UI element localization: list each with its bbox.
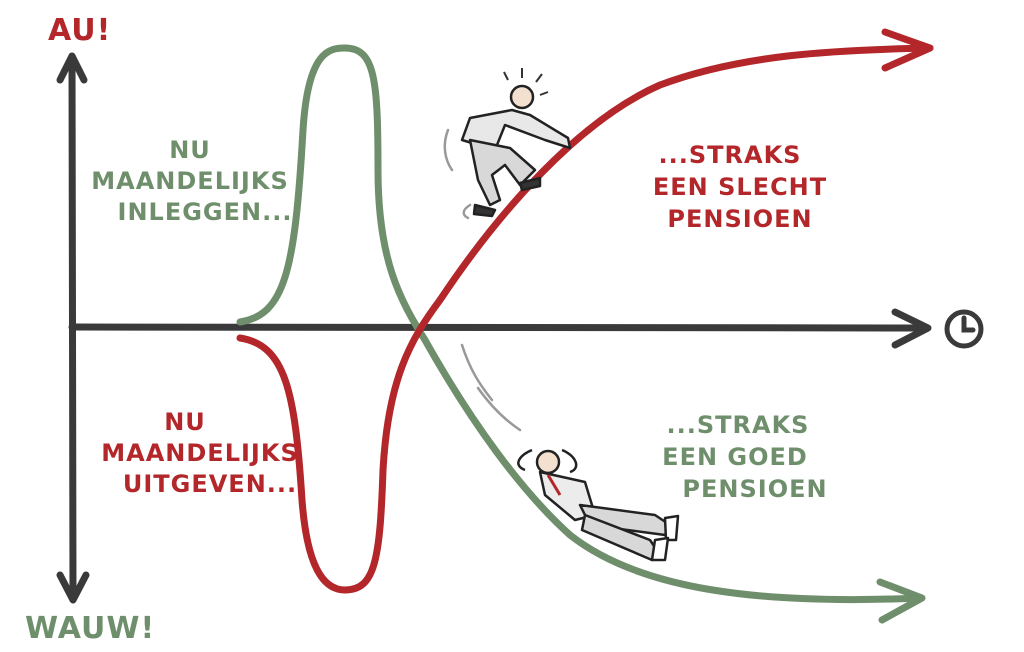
label-line: ...STRAKS — [659, 141, 802, 169]
top-axis-label: AU! — [48, 13, 111, 48]
red-curve — [236, 44, 934, 594]
label-bad-pension: ...STRAKS EEN SLECHT PENSIOEN — [653, 141, 827, 233]
label-line: EEN GOED — [662, 443, 808, 471]
bottom-axis-label: WAUW! — [25, 611, 155, 646]
green-arrow-head — [876, 578, 926, 624]
label-line: PENSIOEN — [667, 205, 812, 233]
label-line: NU — [169, 136, 211, 164]
label-line: PENSIOEN — [682, 475, 827, 503]
label-line: INLEGGEN... — [118, 198, 293, 226]
label-line: MAANDELIJKS — [91, 167, 288, 195]
label-line: UITGEVEN... — [123, 470, 297, 498]
red-arrow-head — [881, 28, 934, 72]
label-line: EEN SLECHT — [653, 173, 827, 201]
relaxed-man-figure — [517, 448, 680, 562]
label-spend-now: NU MAANDELIJKS UITGEVEN... — [101, 408, 298, 498]
y-axis-arrow-top — [56, 52, 88, 84]
label-line: MAANDELIJKS — [101, 439, 298, 467]
x-axis-arrow — [891, 308, 932, 349]
y-axis-arrow-bottom — [56, 571, 90, 604]
clock-icon — [944, 309, 984, 349]
label-line: ...STRAKS — [667, 411, 810, 439]
x-axis — [68, 323, 929, 332]
worried-man-figure — [460, 68, 572, 218]
green-curve — [236, 44, 924, 604]
label-line: NU — [164, 408, 206, 436]
motion-lines — [443, 128, 522, 432]
label-save-now: NU MAANDELIJKS INLEGGEN... — [91, 136, 293, 226]
label-good-pension: ...STRAKS EEN GOED PENSIOEN — [662, 411, 827, 503]
